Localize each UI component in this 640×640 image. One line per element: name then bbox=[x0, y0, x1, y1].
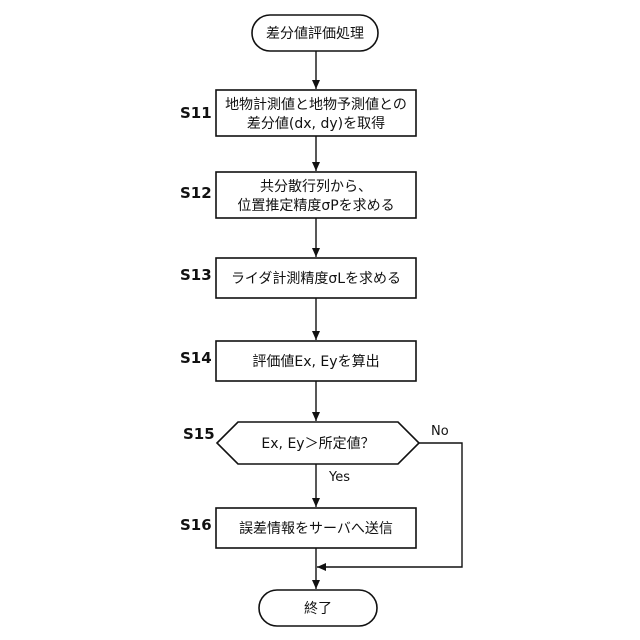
process-box-s12: 共分散行列から、 位置推定精度σPを求める bbox=[216, 172, 416, 218]
branch-yes-label: Yes bbox=[328, 470, 350, 485]
decision-s15-text: Ex, Ey＞所定値？ bbox=[261, 436, 374, 452]
end-label: 終了 bbox=[304, 601, 332, 617]
start-label: 差分値評価処理 bbox=[266, 26, 364, 42]
start-terminator: 差分値評価処理 bbox=[252, 15, 378, 51]
process-s16-text: 誤差情報をサーバへ送信 bbox=[239, 521, 393, 537]
step-id-s12: S12 bbox=[180, 184, 212, 202]
step-id-s14: S14 bbox=[180, 349, 212, 367]
process-s11-line1: 地物計測値と地物予測値との bbox=[225, 97, 407, 113]
process-s13-line1: ライダ計測精度σLを求める bbox=[231, 271, 401, 287]
end-terminator: 終了 bbox=[259, 590, 377, 626]
step-id-s11: S11 bbox=[180, 104, 212, 122]
process-s12-line2: 位置推定精度σPを求める bbox=[237, 198, 394, 214]
process-box-s16: 誤差情報をサーバへ送信 bbox=[216, 508, 416, 548]
process-box-s11: 地物計測値と地物予測値との 差分値(dx, dy)を取得 bbox=[216, 90, 416, 136]
process-s14-line1: 評価値Ex, Eyを算出 bbox=[252, 354, 379, 370]
decision-s15: Ex, Ey＞所定値？ bbox=[217, 422, 419, 464]
step-id-s15: S15 bbox=[183, 425, 215, 443]
process-box-s13: ライダ計測精度σLを求める bbox=[216, 258, 416, 298]
process-box-s14: 評価値Ex, Eyを算出 bbox=[216, 341, 416, 381]
branch-no-label: No bbox=[431, 424, 449, 439]
process-s12-line1: 共分散行列から、 bbox=[260, 179, 372, 195]
step-id-s16: S16 bbox=[180, 516, 212, 534]
step-id-s13: S13 bbox=[180, 266, 212, 284]
process-s11-line2: 差分値(dx, dy)を取得 bbox=[247, 115, 385, 132]
